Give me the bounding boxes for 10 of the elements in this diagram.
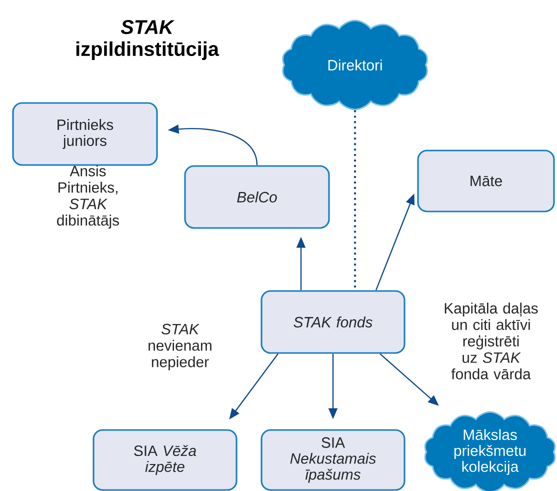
entity-box: SIA Vēža izpēte bbox=[92, 429, 238, 491]
entity-box: STAK fonds bbox=[260, 290, 406, 354]
connector-line bbox=[354, 110, 356, 290]
title: STAK izpildinstitūcija bbox=[76, 20, 220, 60]
entity-box: Pirtnieks juniors bbox=[12, 102, 158, 166]
entity-box: Māte bbox=[417, 150, 555, 212]
entity-box: SIA Nekustamais īpašums bbox=[260, 429, 406, 491]
note-text: Kapitāla daļas un citi aktīvi reģistrēti uz STAK fonda vārda bbox=[444, 302, 538, 380]
note-text: STAK nevienam nepieder bbox=[148, 324, 212, 370]
entity-box: BelCo bbox=[184, 165, 330, 229]
